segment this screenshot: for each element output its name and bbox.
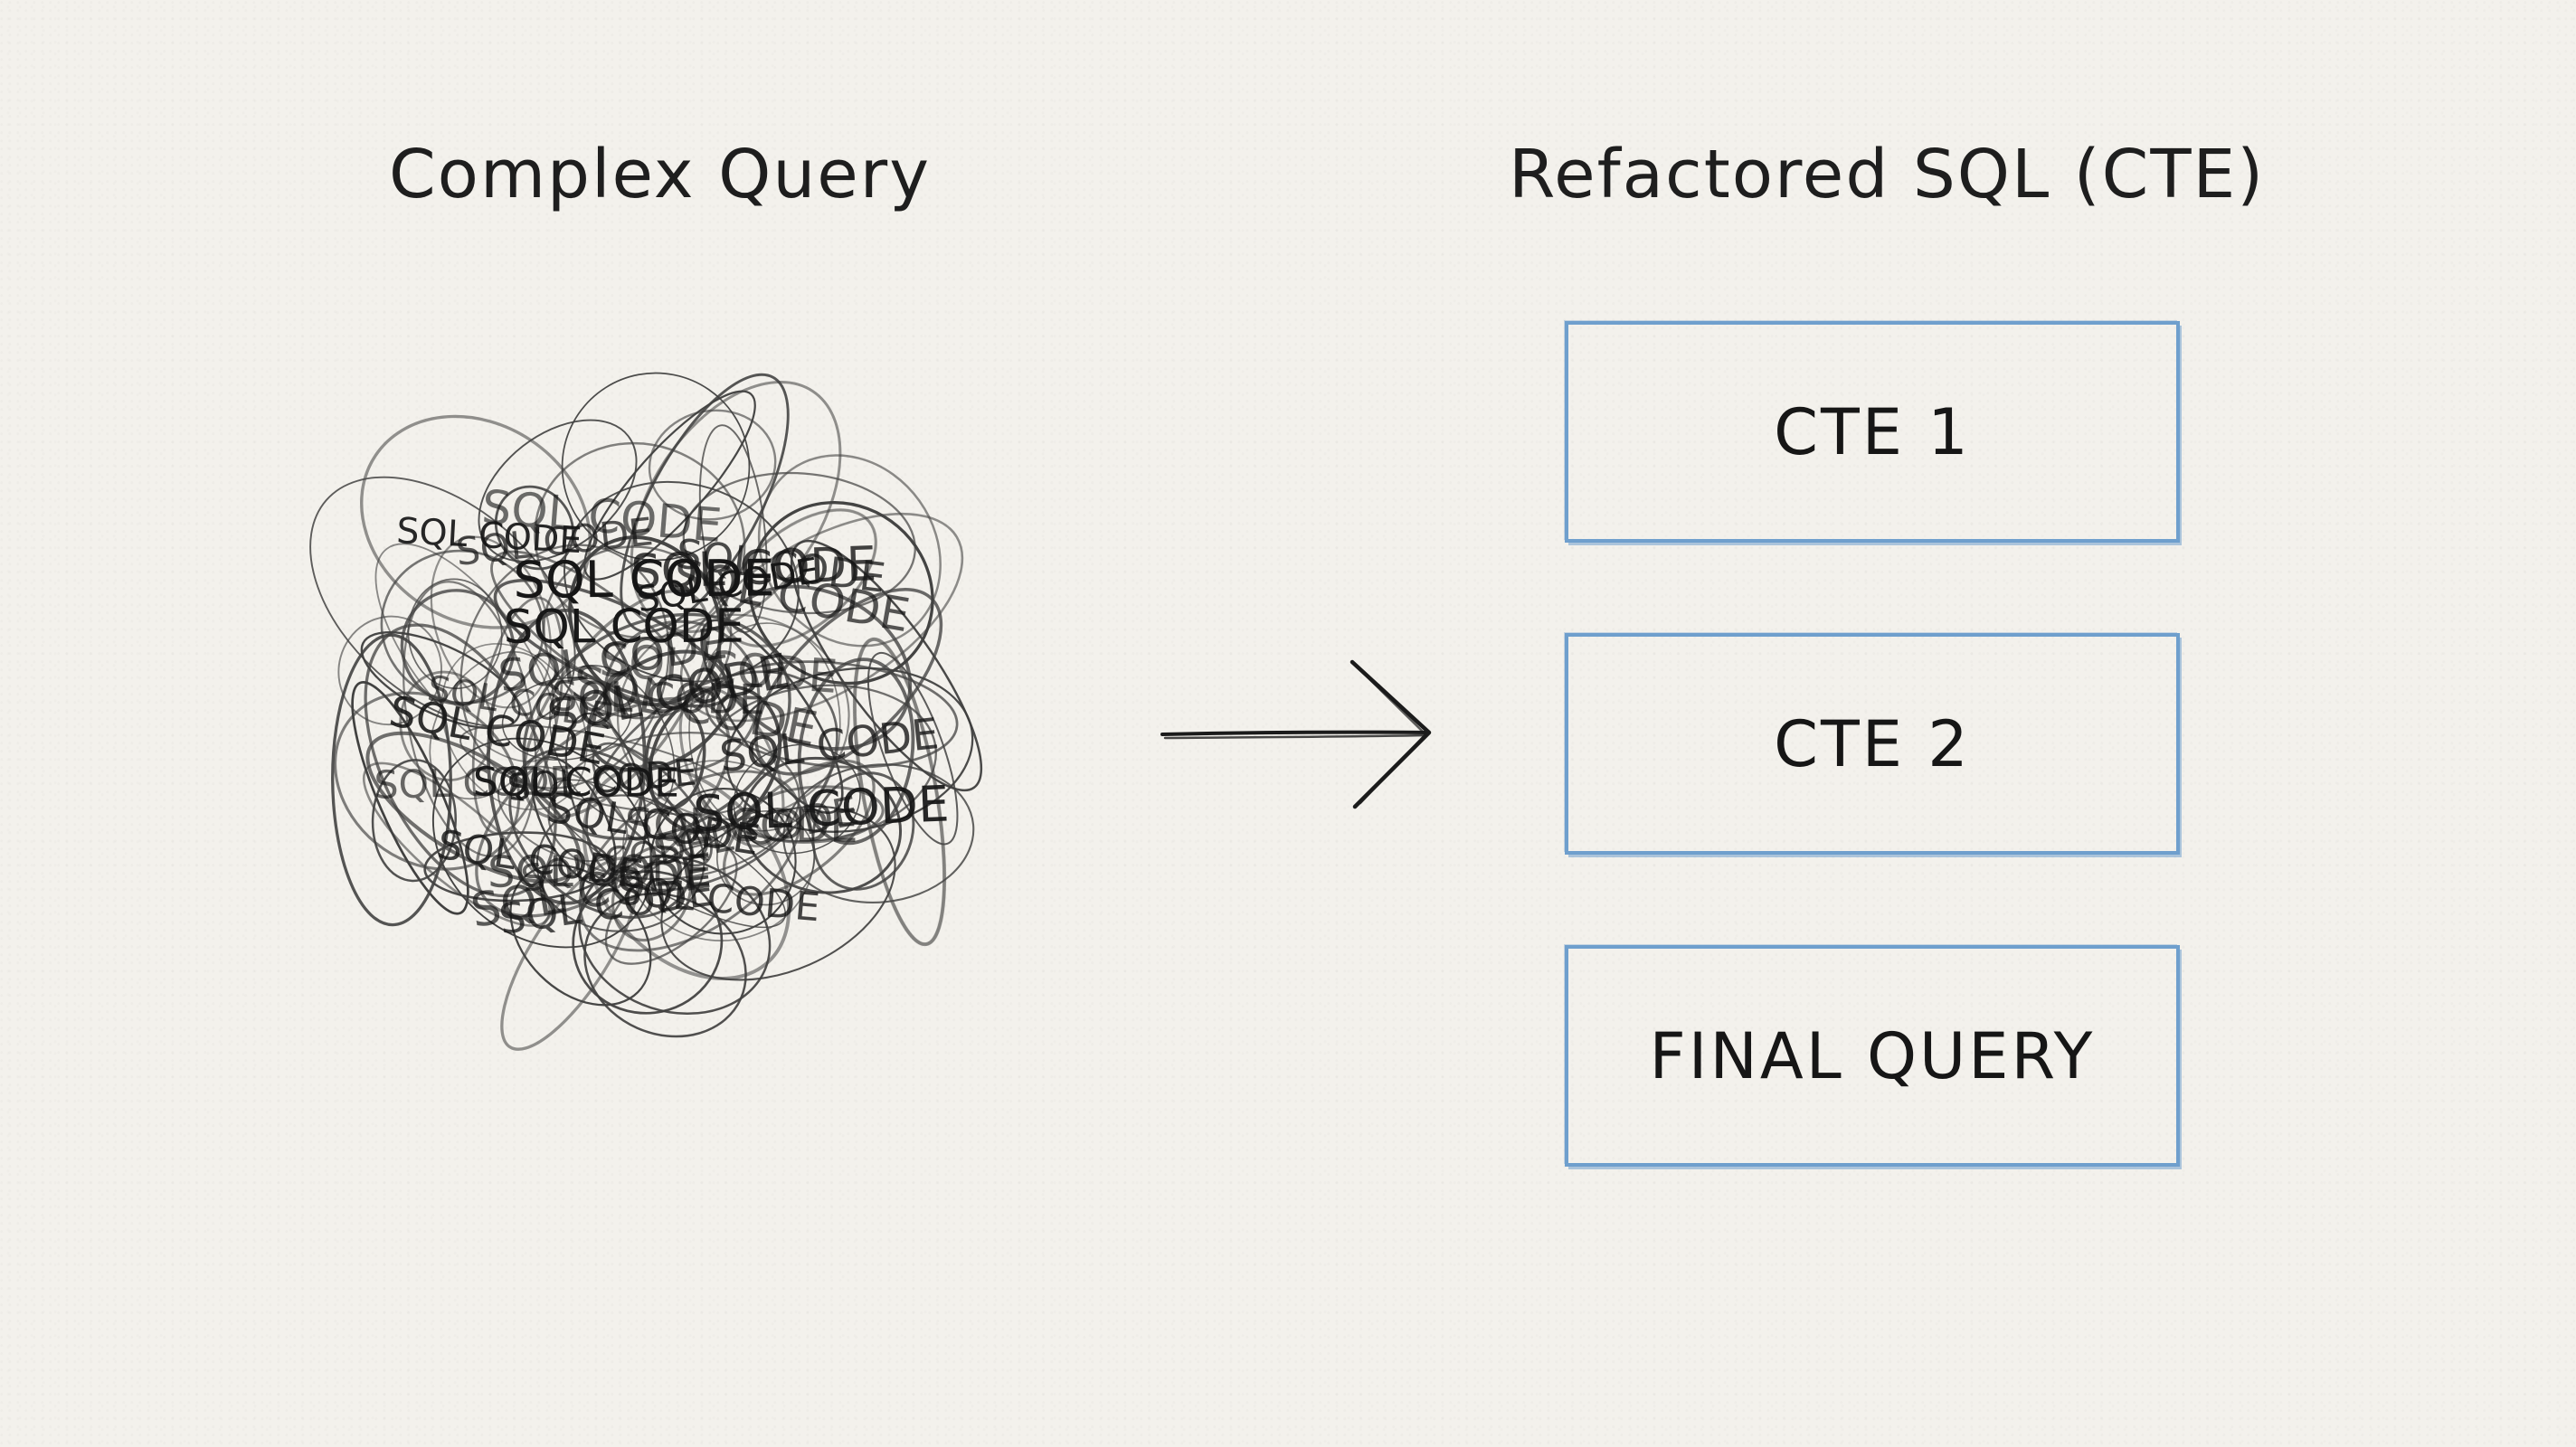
sql-code-fragment: SQL CODE — [630, 536, 878, 600]
sql-code-fragment: SQL CODE — [513, 549, 775, 610]
refactored-sql-title: Refactored SQL (CTE) — [1509, 136, 2266, 213]
cte-2-label: CTE 2 — [1774, 706, 1971, 781]
sql-code-fragment: SQL CODE — [395, 510, 582, 562]
sql-code-fragment: SQL CODE — [624, 799, 858, 853]
sql-code-fragment: SQL CODE — [551, 672, 765, 724]
cte-2-box: CTE 2 — [1565, 633, 2180, 855]
sql-code-fragment: SQL CODE — [692, 774, 950, 842]
transform-arrow-icon — [1160, 659, 1432, 809]
cte-1-box: CTE 1 — [1565, 321, 2180, 543]
sql-code-fragment: SQL CODE — [488, 846, 712, 897]
cte-1-label: CTE 1 — [1774, 394, 1971, 469]
sql-code-fragment: SQL CODE — [374, 759, 574, 809]
final-query-box: FINAL QUERY — [1565, 945, 2180, 1167]
complex-query-title: Complex Query — [389, 136, 931, 213]
sql-code-fragment: SQL CODE — [473, 760, 679, 807]
sql-code-fragment: SQL CODE — [504, 600, 744, 655]
final-query-label: FINAL QUERY — [1649, 1018, 2096, 1093]
